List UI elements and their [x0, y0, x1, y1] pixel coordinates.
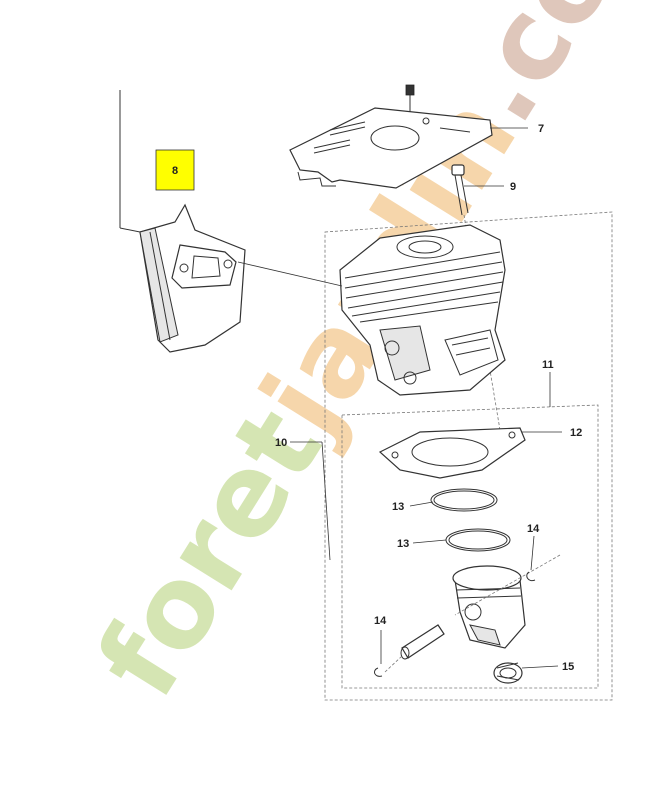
callout-14-right: 14	[527, 523, 540, 535]
part-14-circlips	[374, 571, 536, 677]
part-piston	[452, 554, 561, 649]
cylinder-assembly-boundary	[324, 211, 613, 701]
leader-lines	[290, 127, 562, 669]
callout-7: 7	[538, 123, 544, 135]
guide-line-8	[237, 261, 343, 287]
callout-9: 9	[510, 181, 516, 193]
part-8-gasket-sheet	[119, 90, 246, 353]
callout-13-lower: 13	[397, 538, 409, 550]
callout-11: 11	[542, 359, 554, 371]
part-13-piston-rings	[430, 488, 511, 552]
part-10-cylinder	[339, 224, 506, 396]
callout-15: 15	[562, 661, 574, 673]
part-7-heat-shield	[289, 84, 493, 189]
part-15-needle-bearing	[493, 662, 523, 684]
callout-14-left: 14	[374, 615, 387, 627]
part-12-base-gasket	[378, 427, 526, 479]
callout-12: 12	[570, 427, 582, 439]
callout-13-upper: 13	[392, 501, 404, 513]
kit-boundary	[341, 404, 599, 689]
callout-10: 10	[275, 437, 287, 449]
callout-8: 8	[172, 165, 178, 177]
watermark-logo: foretjardin.com	[73, 0, 652, 719]
callout-8-highlight	[155, 149, 195, 191]
part-piston-pin	[384, 624, 445, 673]
svg-text:foretjardin.com: foretjardin.com	[73, 0, 652, 719]
